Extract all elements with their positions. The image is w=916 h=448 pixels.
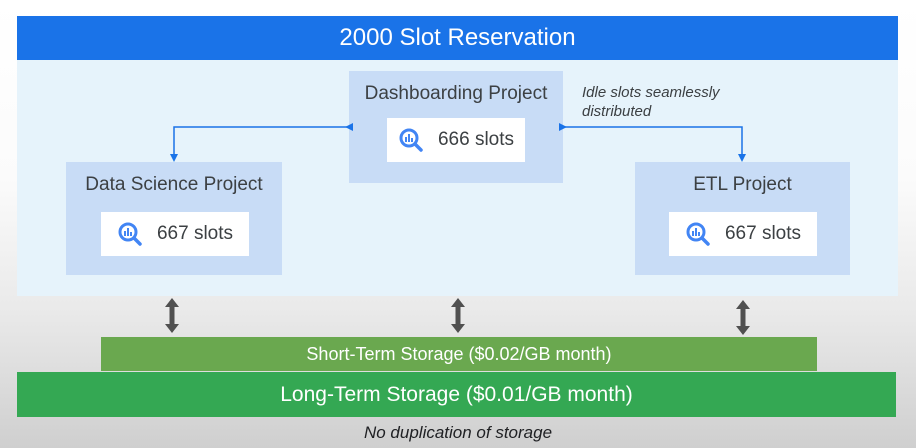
footer-note: No duplication of storage [363, 423, 553, 442]
slot-count: 667 slots [156, 223, 234, 244]
bigquery-icon [399, 128, 423, 152]
slot-card: 666 slots [387, 118, 525, 162]
project-title: Dashboarding Project [364, 83, 548, 104]
storage-double-arrow [736, 300, 750, 335]
bigquery-icon [118, 222, 142, 246]
project-title: ETL Project [693, 174, 792, 195]
short-term-storage: Short-Term Storage ($0.02/GB month) [101, 337, 817, 371]
storage-double-arrow [451, 298, 465, 333]
slot-count: 667 slots [724, 223, 802, 244]
idle-slots-note: Idle slots seamlessly distributed [582, 84, 720, 120]
reservation-title: 2000 Slot Reservation [17, 16, 898, 60]
project-title: Data Science Project [85, 174, 263, 195]
slot-card: 667 slots [101, 212, 249, 256]
bigquery-icon [686, 222, 710, 246]
storage-double-arrow [165, 298, 179, 333]
slot-count: 666 slots [437, 129, 515, 150]
project-etl: ETL Project 667 slots [635, 162, 850, 275]
long-term-storage: Long-Term Storage ($0.01/GB month) [17, 372, 896, 417]
slot-card: 667 slots [669, 212, 817, 256]
project-dashboarding: Dashboarding Project 666 slots [349, 71, 563, 183]
project-data-science: Data Science Project 667 slots [66, 162, 282, 275]
